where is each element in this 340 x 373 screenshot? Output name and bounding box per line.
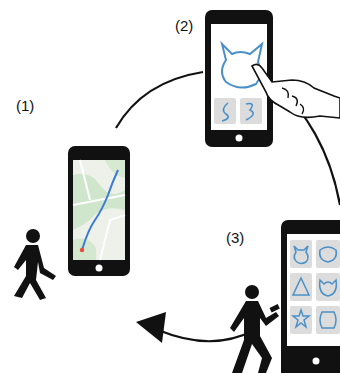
walking-person-with-phone [230,285,280,373]
phone-drawing [205,10,340,147]
phone-gallery [281,220,340,373]
phone-map [68,146,130,276]
walking-person [14,229,56,300]
arrow-head [136,312,166,343]
callout-number: (2) [175,18,193,33]
callout-number: (1) [16,98,34,113]
callout-number: (3) [226,230,244,245]
